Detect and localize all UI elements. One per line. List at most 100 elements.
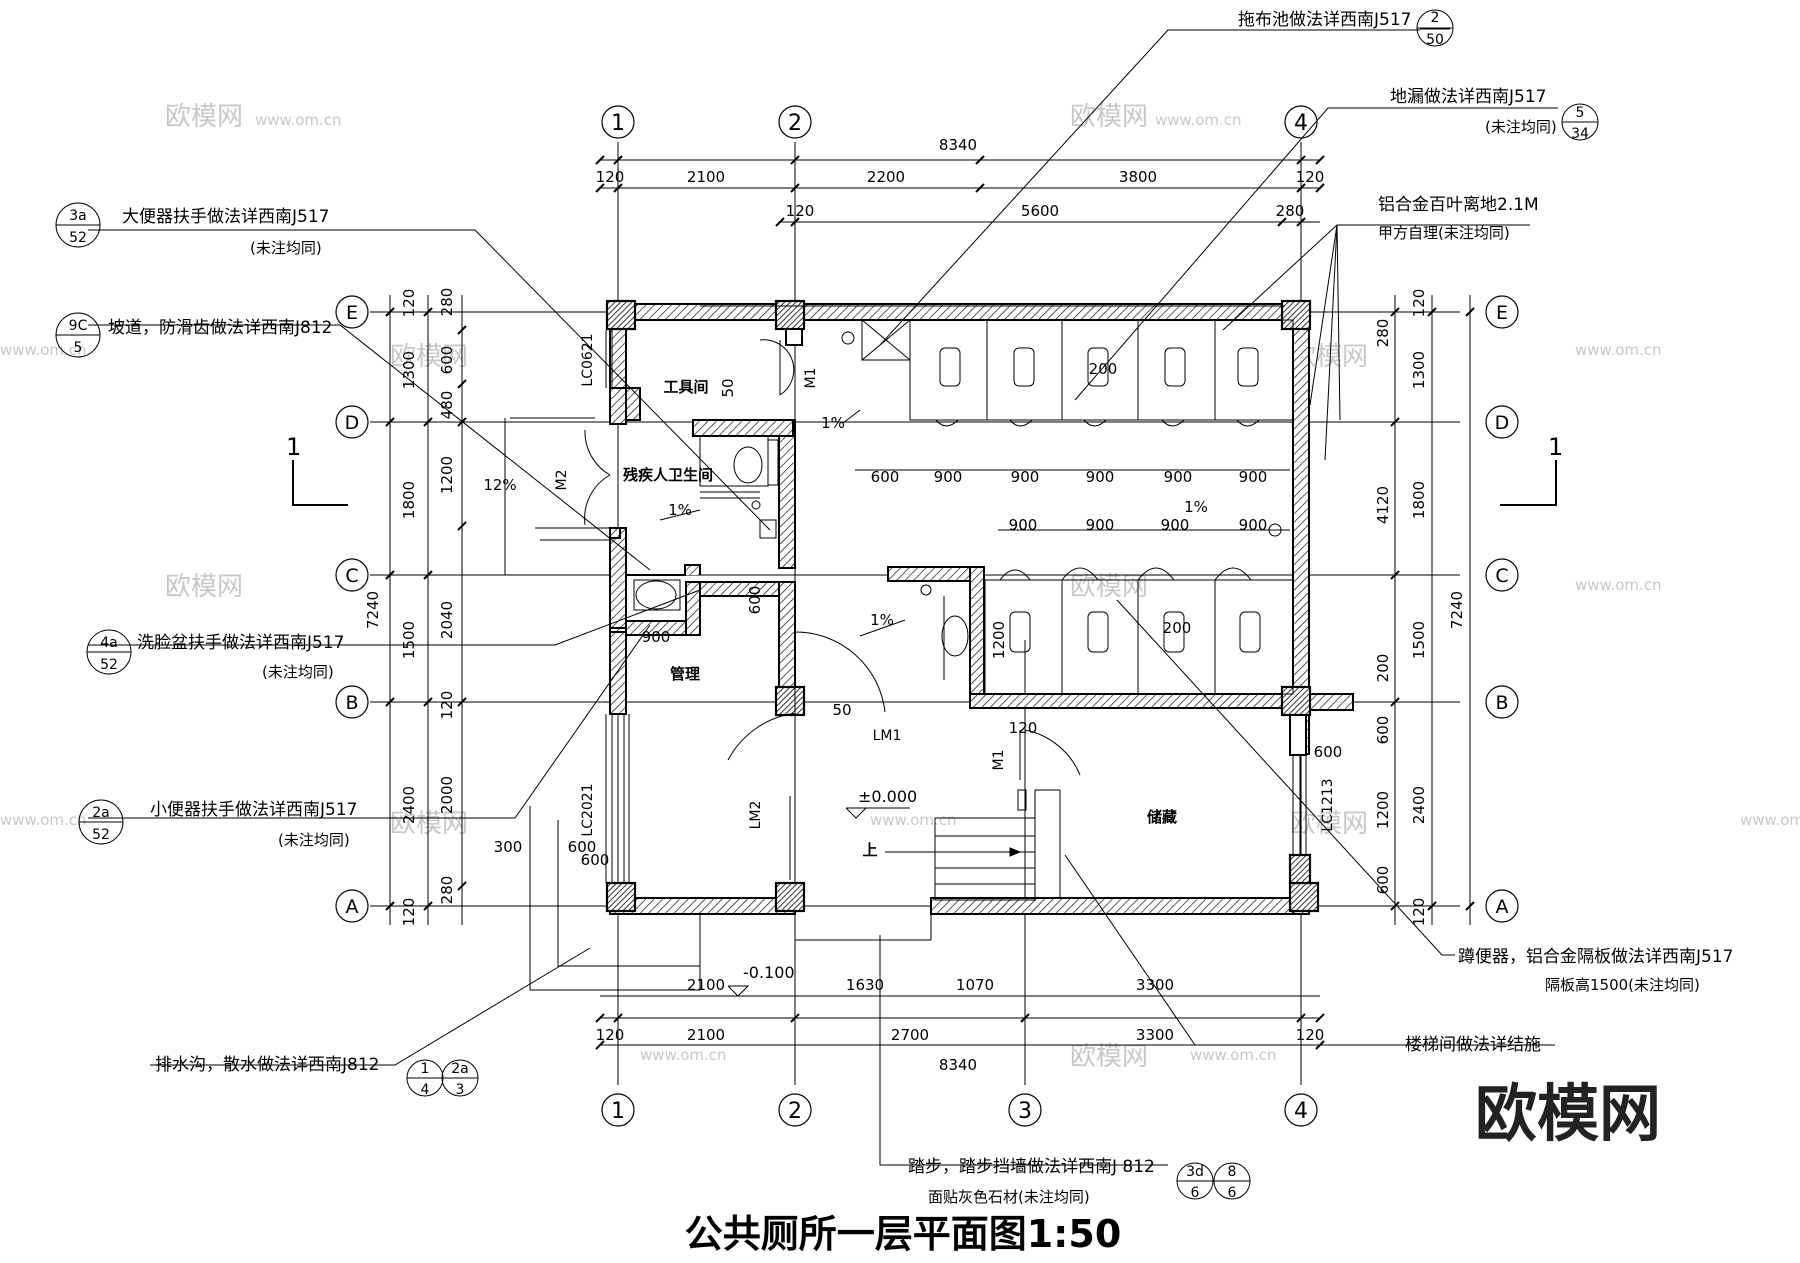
columns	[605, 299, 1320, 913]
ref-num: 9C	[69, 318, 88, 334]
dim-text: 1200	[1374, 791, 1392, 829]
dimension-ticks	[385, 155, 1475, 1050]
thin-lines	[504, 305, 1307, 991]
ref-num: 34	[1571, 126, 1589, 142]
watermark-url: www.om.cn	[1740, 811, 1800, 829]
column-stubs	[785, 328, 1307, 756]
dim-text: 480	[438, 391, 456, 420]
dim-text: 2100	[687, 976, 725, 994]
dim-text: 120	[438, 691, 456, 720]
dim-text: 600	[568, 838, 597, 856]
watermark-url: www.om.cn	[0, 341, 87, 359]
room-labels: 工具间 残疾人卫生间 管理 储藏 上	[623, 378, 1177, 859]
note-stair: 楼梯间做法详结施	[1405, 1035, 1541, 1055]
ref-num: 3	[456, 1082, 465, 1098]
dim-text: 2000	[438, 776, 456, 814]
note-sub: (未注均同)	[250, 239, 322, 257]
ref-num: 50	[1426, 32, 1444, 48]
note-step: 踏步，踏步挡墙做法详西南J 812	[908, 1157, 1155, 1177]
dim-text: 4120	[1374, 486, 1392, 524]
ref-num: 52	[92, 827, 110, 843]
window-code: LC2021	[580, 783, 596, 836]
dim-total-bottom: 8340	[939, 1056, 977, 1074]
note-toilet-rail: 大便器扶手做法详西南J517	[122, 207, 329, 227]
dim-text: 600	[1374, 866, 1392, 895]
interior-dims: 600 900 900 900 900 900 900 900 900 900 …	[483, 360, 1342, 869]
room-label-tool: 工具间	[663, 378, 708, 396]
door-code: LM2	[748, 801, 764, 830]
ref-num: 52	[100, 657, 118, 673]
door-code: LM1	[873, 728, 902, 744]
dim-text: 300	[494, 838, 523, 856]
watermark-layer: 欧模网 欧模网 欧模网 欧模网 欧模网 欧模网 欧模网 欧模网 欧模网 www.…	[0, 102, 1800, 1072]
axis-bubbles	[335, 105, 1519, 1127]
note-sub: (未注均同)	[262, 663, 334, 681]
axis-label-row: C	[345, 565, 358, 587]
slope-text: 1%	[821, 414, 845, 432]
dim-text: 2100	[687, 1026, 725, 1044]
dim-text: 900	[1161, 516, 1190, 534]
brand-logo-text: 欧模网	[1475, 1077, 1661, 1150]
axis-label-col: 4	[1294, 111, 1308, 136]
dim-text: 3300	[1136, 1026, 1174, 1044]
watermark-text: 欧模网	[1290, 809, 1368, 839]
axis-label-row: E	[346, 302, 358, 324]
ref-num: 3a	[69, 208, 87, 224]
axis-label-col: 1	[611, 111, 625, 136]
watermark-url: www.om.cn	[0, 811, 87, 829]
dim-text: 600	[871, 468, 900, 486]
dim-text: 2700	[891, 1026, 929, 1044]
dim-text: 120	[596, 168, 625, 186]
ref-num: 4a	[100, 635, 118, 651]
axis-label-row: D	[345, 412, 360, 434]
dim-text: 1300	[400, 351, 418, 389]
dim-text: 900	[1239, 516, 1268, 534]
section-label: 1	[286, 433, 301, 461]
dim-text: 50	[719, 378, 737, 397]
axis-label-col: 2	[788, 111, 802, 136]
door-window-codes: M1 M1 M2 LM1 LM2 LC0621 LC2021 LC1213	[554, 333, 1336, 836]
dim-text: 900	[1164, 468, 1193, 486]
door-code: M1	[991, 750, 1007, 771]
note-urinal-rail: 小便器扶手做法详西南J517	[150, 800, 357, 820]
watermark-url: www.om.cn	[255, 111, 342, 129]
watermark-text: 欧模网	[1070, 102, 1148, 132]
dim-total-right: 7240	[1448, 591, 1466, 629]
note-basin-rail: 洗脸盆扶手做法详西南J517	[137, 633, 344, 653]
dim-text: 120	[786, 202, 815, 220]
note-sub: 隔板高1500(未注均同)	[1545, 976, 1700, 994]
dim-text: 2200	[867, 168, 905, 186]
dim-text: 900	[1011, 468, 1040, 486]
dim-text: 280	[1276, 202, 1305, 220]
slope-text: 1%	[668, 501, 692, 519]
axis-label-row: C	[1495, 565, 1508, 587]
ref-num: 3d	[1186, 1164, 1204, 1180]
dim-text: 280	[438, 288, 456, 317]
ref-num: 52	[69, 230, 87, 246]
slope-text: 12%	[483, 476, 516, 494]
door-code: M1	[803, 368, 819, 389]
ref-num: 6	[1228, 1185, 1237, 1201]
note-drain: 地漏做法详西南J517	[1390, 87, 1546, 107]
note-sub: (未注均同)	[1485, 118, 1557, 136]
note-squat: 蹲便器，铝合金隔板做法详西南J517	[1458, 947, 1733, 967]
axis-label-row: A	[346, 896, 359, 918]
dim-text: 2040	[438, 601, 456, 639]
dim-text: 2400	[400, 786, 418, 824]
axis-label-row: A	[1496, 896, 1509, 918]
watermark-text: 欧模网	[390, 342, 468, 372]
levels: ±0.000 -0.100	[727, 787, 917, 997]
dim-text: 3800	[1119, 168, 1157, 186]
dim-text: 1800	[1410, 481, 1428, 519]
dim-text: 900	[1009, 516, 1038, 534]
dim-text: 120	[400, 898, 418, 927]
level-floor: ±0.000	[858, 787, 917, 806]
watermark-text: 欧模网	[165, 572, 243, 602]
note-sub: 甲方自理(未注均同)	[1378, 224, 1510, 242]
level-outside: -0.100	[743, 963, 795, 982]
ref-num: 6	[1191, 1185, 1200, 1201]
dim-text: 600	[1374, 716, 1392, 745]
watermark-url: www.om.cn	[1155, 111, 1242, 129]
note-ramp: 坡道，防滑齿做法详西南J812	[108, 318, 332, 338]
